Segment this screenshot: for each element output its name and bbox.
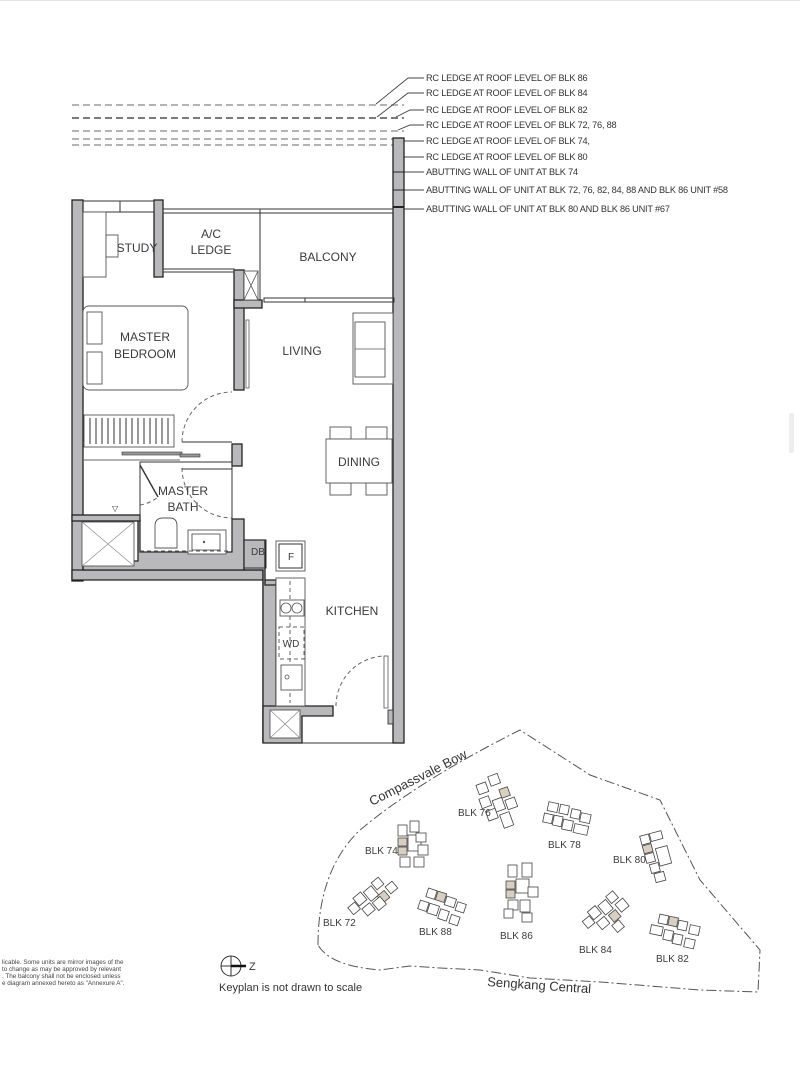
keyplan-scale-note: Keyplan is not drawn to scale	[219, 982, 362, 994]
svg-text:▽: ▽	[112, 504, 119, 513]
block-label-78: BLK 78	[548, 840, 581, 851]
compass-icon	[220, 955, 246, 977]
block-label-86: BLK 86	[500, 931, 533, 942]
annotation-labels: RC LEDGE AT ROOF LEVEL OF BLK 86 RC LEDG…	[426, 73, 728, 214]
room-label-ac-ledge-line1: A/C	[201, 227, 221, 241]
rc-ledge-lines	[72, 104, 404, 146]
annotation-blk72-76-88-ledge: RC LEDGE AT ROOF LEVEL OF BLK 72, 76, 88	[426, 120, 617, 130]
site-boundary	[317, 729, 761, 993]
room-label-master-bedroom-line2: BEDROOM	[114, 347, 176, 361]
room-label-study: STUDY	[117, 241, 158, 255]
sliding-door	[245, 319, 250, 389]
disclaimer-line-3: . The balcony shall not be enclosed unle…	[2, 973, 121, 980]
annotation-blk86-ledge: RC LEDGE AT ROOF LEVEL OF BLK 86	[426, 73, 588, 83]
study-furniture	[82, 211, 119, 278]
building-blk76	[475, 772, 519, 829]
room-label-balcony: BALCONY	[299, 250, 356, 264]
disclaimer-line-4: e diagram annexed hereto as "Annexure A"…	[2, 980, 125, 987]
block-label-82: BLK 82	[656, 954, 689, 965]
block-label-72: BLK 72	[323, 918, 356, 929]
vertical-scrollbar[interactable]	[789, 413, 794, 453]
building-blk78	[542, 801, 592, 836]
disclaimer-line-2: to change as may be approved by relevant	[2, 966, 121, 973]
building-blk84	[581, 890, 630, 934]
kitchen-counter	[243, 539, 306, 707]
road-label-compassvale-bow: Compassvale Bow	[367, 746, 470, 809]
keyplan: Compassvale Bow Sengkang Central	[317, 729, 761, 996]
disclaimer-text: licable. Some units are mirror images of…	[2, 959, 125, 987]
room-label-fridge: F	[288, 552, 294, 563]
annotation-multi-blk-abutting-wall: ABUTTING WALL OF UNIT AT BLK 72, 76, 82,…	[426, 185, 728, 195]
building-blk72	[347, 876, 399, 917]
bath-fixtures: ▽	[112, 461, 233, 555]
room-label-dining: DINING	[338, 455, 380, 469]
room-label-master-bedroom-line1: MASTER	[120, 330, 170, 344]
building-blk88	[417, 887, 467, 927]
top-border	[0, 0, 800, 1]
annotation-blk74-ledge: RC LEDGE AT ROOF LEVEL OF BLK 74,	[426, 136, 590, 146]
disclaimer-line-1: licable. Some units are mirror images of…	[2, 959, 124, 966]
room-label-master-bath-line2: BATH	[167, 500, 198, 514]
bed	[82, 305, 189, 391]
block-label-80: BLK 80	[613, 855, 646, 866]
room-label-kitchen: KITCHEN	[326, 604, 379, 618]
building-blk80	[639, 830, 673, 884]
room-label-master-bath-line1: MASTER	[158, 484, 208, 498]
annotation-blk82-ledge: RC LEDGE AT ROOF LEVEL OF BLK 82	[426, 105, 588, 115]
wardrobe	[83, 414, 201, 461]
compass-label: Z	[249, 961, 256, 973]
annotation-blk84-ledge: RC LEDGE AT ROOF LEVEL OF BLK 84	[426, 88, 588, 98]
annotation-blk80-86-abutting-wall: ABUTTING WALL OF UNIT AT BLK 80 AND BLK …	[426, 204, 670, 214]
block-label-84: BLK 84	[579, 945, 612, 956]
block-label-76: BLK 76	[458, 808, 491, 819]
shower-box	[81, 521, 135, 567]
ac-ledge-box	[243, 270, 259, 301]
building-blk82	[649, 913, 701, 950]
room-label-db: DB	[251, 547, 265, 558]
room-label-washer-dryer: WD	[283, 639, 300, 650]
room-labels: STUDY A/C LEDGE BALCONY MASTER BEDROOM L…	[114, 227, 380, 650]
room-label-ac-ledge-line2: LEDGE	[191, 243, 232, 257]
right-party-wall	[392, 137, 405, 744]
kitchen-door	[335, 655, 394, 725]
sofa	[352, 312, 394, 385]
room-label-living: LIVING	[282, 344, 321, 358]
dining-table	[325, 426, 393, 496]
building-blk86	[503, 862, 539, 923]
annotation-leaders	[375, 77, 424, 210]
building-blk74	[397, 820, 429, 868]
windows	[82, 200, 395, 303]
road-label-sengkang-central: Sengkang Central	[487, 974, 592, 996]
annotation-blk74-abutting-wall: ABUTTING WALL OF UNIT AT BLK 74	[426, 167, 578, 177]
block-label-88: BLK 88	[419, 927, 452, 938]
service-shaft	[269, 709, 301, 739]
block-label-74: BLK 74	[365, 846, 398, 857]
annotation-blk80-ledge: RC LEDGE AT ROOF LEVEL OF BLK 80	[426, 152, 588, 162]
bedroom-door-swing	[181, 391, 233, 443]
